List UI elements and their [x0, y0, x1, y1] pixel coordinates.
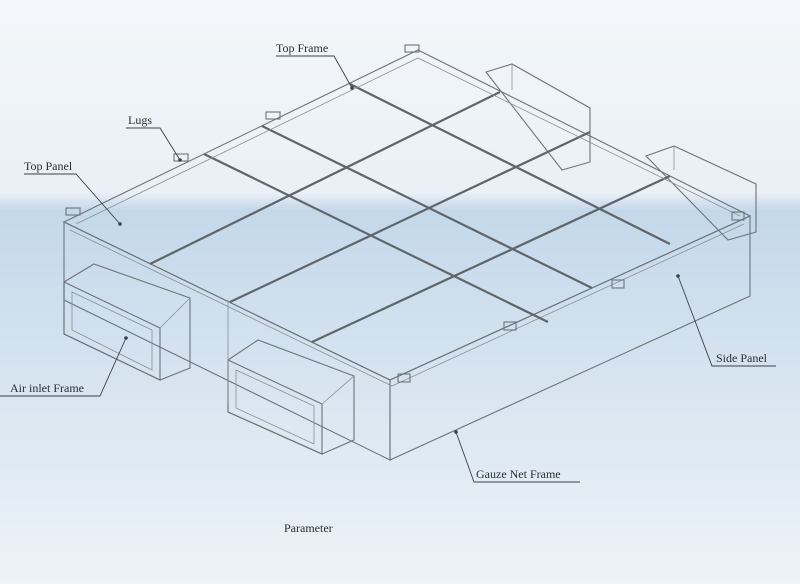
- top-panel-grid: [75, 57, 741, 343]
- side-panel-face: [389, 215, 751, 461]
- label-top-panel: Top Panel: [24, 159, 73, 173]
- label-gauze-net-frame: Gauze Net Frame: [476, 467, 561, 481]
- callout-leaders: [0, 55, 776, 483]
- label-lugs: Lugs: [128, 113, 152, 127]
- lugs: [65, 44, 745, 383]
- caption: Parameter: [284, 521, 333, 535]
- label-air-inlet-frame: Air inlet Frame: [10, 381, 84, 395]
- label-top-frame: Top Frame: [276, 41, 328, 55]
- box-body: [62, 49, 752, 461]
- rear-duct-collars: [485, 63, 757, 241]
- air-inlet-frames: [63, 263, 355, 455]
- label-side-panel: Side Panel: [716, 351, 768, 365]
